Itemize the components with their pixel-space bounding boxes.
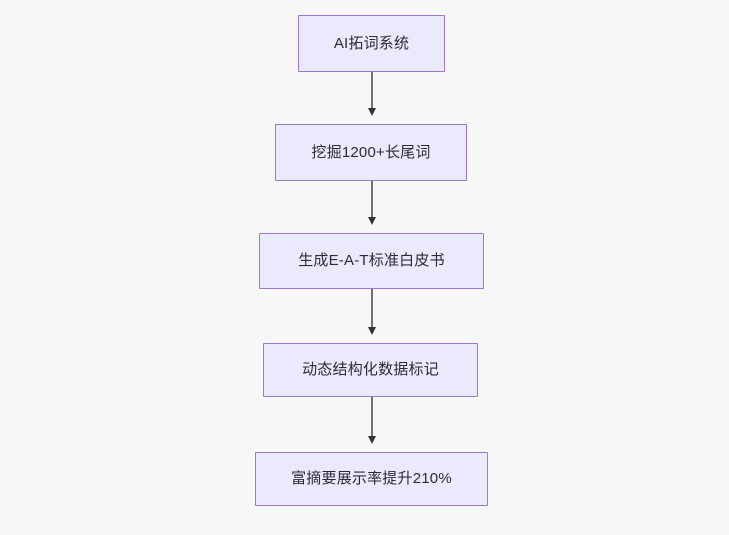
arrow-head-icon (367, 108, 376, 116)
flow-node-ai-keyword-system[interactable]: AI拓词系统 (298, 15, 445, 72)
flow-edge-1-line (371, 72, 373, 109)
flow-edge-4-line (371, 397, 373, 437)
flow-node-eat-whitepaper[interactable]: 生成E-A-T标准白皮书 (259, 233, 484, 289)
flow-node-label: 挖掘1200+长尾词 (311, 143, 431, 161)
flow-node-label: 生成E-A-T标准白皮书 (298, 252, 445, 269)
flow-node-rich-snippet-result[interactable]: 富摘要展示率提升210% (255, 452, 488, 506)
arrow-head-icon (367, 217, 376, 225)
flow-node-label: 动态结构化数据标记 (302, 361, 439, 378)
arrow-head-icon (367, 327, 376, 335)
flow-node-structured-data-markup[interactable]: 动态结构化数据标记 (263, 343, 478, 397)
flow-edge-2-line (371, 181, 373, 218)
flow-node-longtail-mining[interactable]: 挖掘1200+长尾词 (275, 124, 467, 181)
flow-node-label: AI拓词系统 (333, 34, 410, 52)
flow-edge-3-line (371, 289, 373, 328)
flow-node-label: 富摘要展示率提升210% (291, 470, 452, 487)
arrow-head-icon (367, 436, 376, 444)
